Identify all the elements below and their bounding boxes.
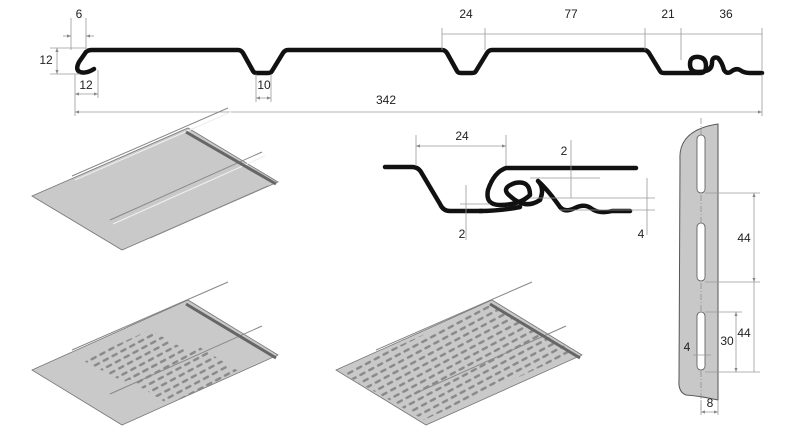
- lock-detail-dimension-lines: [415, 135, 655, 240]
- panel-solid-view: [31, 107, 279, 251]
- nail-slot: [696, 311, 706, 371]
- panel-partial-perforated-view: [31, 281, 279, 426]
- nail-strip-view: [678, 118, 719, 410]
- dim-lip-height: 12: [39, 53, 53, 67]
- dim-slot-length: 30: [720, 334, 734, 348]
- dim-lock-height: 4: [638, 227, 645, 241]
- dim-strip-offset: 8: [707, 396, 714, 410]
- dim-hook-width: 12: [79, 78, 93, 92]
- dim-slot-pitch-1: 44: [737, 231, 751, 245]
- dim-overlap: 24: [455, 129, 469, 143]
- nail-strip-dimension-lines: [693, 192, 760, 415]
- dim-step: 21: [661, 7, 675, 21]
- dim-lock-width: 36: [719, 7, 733, 21]
- dim-flat-width: 77: [564, 7, 578, 21]
- panel-cross-section: [75, 47, 765, 76]
- nail-slot: [696, 134, 706, 194]
- profile-dimension-lines: [50, 18, 763, 116]
- nail-slot: [696, 222, 706, 282]
- dim-groove-top: 24: [459, 7, 473, 21]
- dim-groove-bottom: 10: [257, 78, 271, 92]
- panel-perforated-view: [335, 281, 583, 426]
- dim-top-gap: 2: [561, 144, 568, 158]
- dim-total-width: 342: [376, 93, 396, 107]
- dim-lip-width: 6: [76, 7, 83, 21]
- dim-slot-width: 4: [684, 340, 691, 354]
- lock-detail-section: [382, 164, 639, 215]
- dim-bottom-gap: 2: [459, 227, 466, 241]
- dim-slot-pitch-2: 44: [737, 326, 751, 340]
